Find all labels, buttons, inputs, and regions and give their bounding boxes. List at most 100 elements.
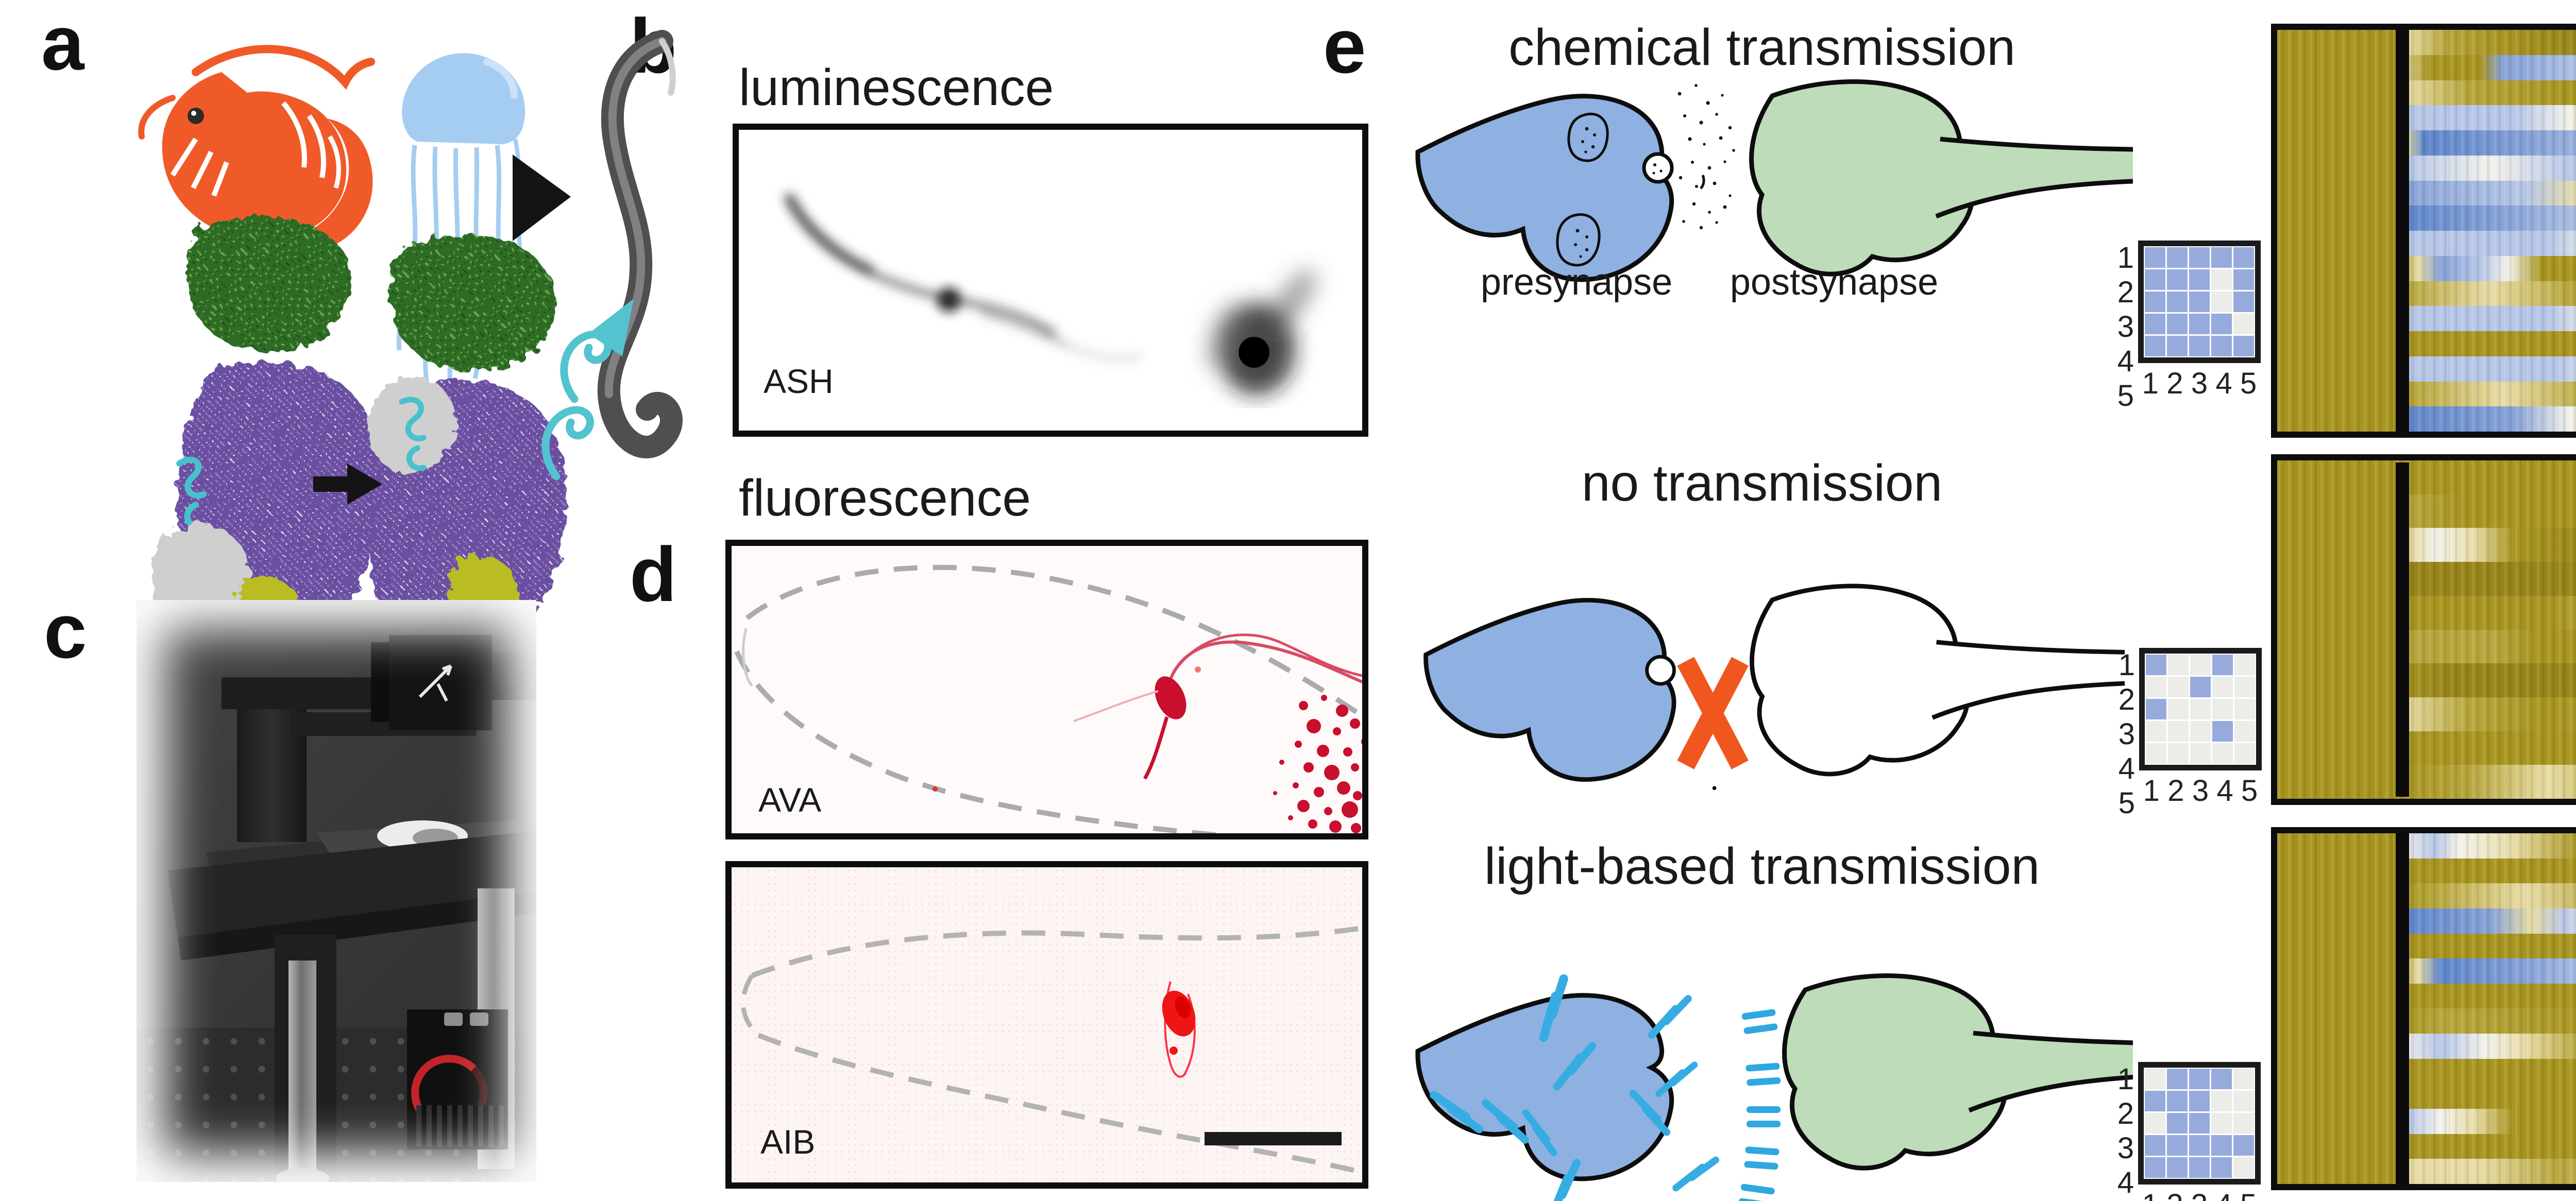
grid-col-tick: 2	[2167, 774, 2184, 808]
grid-cell	[2167, 1135, 2188, 1156]
ava-micrograph	[734, 564, 1362, 833]
grid-row-tick: 2	[2117, 276, 2134, 309]
grid-row-tick: 1	[2118, 648, 2135, 682]
heatmap-row	[2277, 356, 2576, 382]
grid-col-tick: 1	[2138, 1188, 2163, 1201]
microscope-photo	[137, 600, 536, 1182]
worm-outline-dashed	[751, 925, 1362, 978]
worm-outline-dashed	[734, 650, 1226, 833]
grid-cell	[2233, 247, 2254, 268]
worm-outline-dashed	[757, 1033, 1362, 1175]
grid-row-tick: 2	[2117, 1097, 2134, 1130]
diagram-title-chemical: chemical transmission	[1509, 19, 2015, 76]
grid-cell	[2190, 655, 2211, 675]
grid-cell	[2211, 1113, 2232, 1134]
grid-cell	[2233, 314, 2254, 334]
grid-col-tick: 3	[2191, 367, 2208, 400]
grid-cell	[2211, 1091, 2232, 1111]
grid-cell	[2167, 336, 2188, 356]
heatmap-row	[2277, 1109, 2576, 1134]
grid-cell	[2190, 699, 2211, 719]
grid-row-tick: 5	[2117, 379, 2134, 413]
grid-frame	[2138, 241, 2261, 363]
presynapse-shape	[1418, 96, 1672, 280]
grid-cell	[2189, 1091, 2210, 1111]
heatmap-row	[2277, 983, 2576, 1009]
aib-micrograph	[741, 925, 1362, 1175]
grid-row-tick: 4	[2118, 752, 2135, 785]
grid-cell	[2234, 655, 2255, 675]
grid-col-tick: 5	[2241, 774, 2258, 808]
panel-letter-a: a	[41, 0, 84, 86]
grid-row-tick: 3	[2117, 1131, 2134, 1165]
grid-row-tick: 2	[2118, 683, 2135, 716]
fluorescence-title: fluorescence	[739, 469, 1031, 527]
heatmap-row	[2277, 1084, 2576, 1109]
light-source-box	[407, 1009, 508, 1149]
connector	[444, 1013, 463, 1026]
lens-barrel	[492, 653, 536, 700]
heatmap-row	[2277, 406, 2576, 432]
grid-row-tick: 3	[2117, 310, 2134, 344]
heatmap-row	[2277, 595, 2576, 630]
heatmap-row	[2277, 281, 2576, 306]
grid-cell	[2189, 1113, 2210, 1134]
grid-cell	[2146, 721, 2166, 742]
grid-cell	[2212, 677, 2233, 697]
grid-cell	[2189, 1135, 2210, 1156]
grid-col-tick: 4	[2215, 367, 2232, 400]
grid-col-tick: 5	[2236, 1188, 2261, 1201]
worm-outline-dashed	[745, 564, 1362, 718]
heatmap-row	[2277, 663, 2576, 697]
protein-complex-before	[151, 216, 381, 654]
heatmap-row	[2277, 460, 2576, 494]
heatsink-fins	[416, 1105, 504, 1146]
grid-cell	[2146, 677, 2166, 697]
grid-cell	[2234, 699, 2255, 719]
grid-cell	[2233, 269, 2254, 290]
grid-frame	[2138, 1062, 2261, 1185]
grid-row-tick: 4	[2117, 345, 2134, 378]
grid-cell	[2211, 269, 2232, 290]
c-elegans-worm-icon	[597, 30, 683, 458]
protein-complex-after	[368, 235, 566, 656]
heatmap-row	[2277, 381, 2576, 407]
fusing-vesicle	[1642, 152, 1674, 184]
grid-cell	[2233, 1157, 2254, 1178]
vesicle-contents	[1574, 127, 1596, 258]
grid-cell	[2211, 336, 2232, 356]
heatmap-row	[2277, 765, 2576, 799]
grid-cell	[2146, 655, 2166, 675]
grid-cell	[2145, 314, 2165, 334]
panel-a-illustration	[138, 30, 683, 656]
grid-frame	[2139, 648, 2262, 770]
grid-cell	[2145, 291, 2165, 312]
postsynapse-shape-empty	[1752, 586, 2125, 774]
grid-row-tick: 5	[2118, 786, 2135, 820]
panel-letter-d: d	[630, 531, 677, 617]
luminescence-signal	[783, 192, 1317, 395]
grid-col-tick: 4	[2216, 774, 2233, 808]
grid-col-tick: 3	[2187, 1188, 2212, 1201]
grid-cell	[2233, 1069, 2254, 1089]
presynapse-shape	[1426, 600, 1674, 779]
heatmap-row	[2277, 55, 2576, 80]
scale-bar	[1205, 1132, 1342, 1145]
grid-cell	[2167, 1091, 2188, 1111]
neuron-label-aib: AIB	[760, 1123, 816, 1161]
heatmap-row	[2277, 255, 2576, 281]
grid-cell	[2211, 314, 2232, 334]
grid-col-tick: 4	[2212, 1188, 2236, 1201]
heatmap-row	[2277, 205, 2576, 231]
grid-col-tick: 2	[2163, 1188, 2188, 1201]
grid-cell	[2211, 1135, 2232, 1156]
grid-cell	[2167, 269, 2188, 290]
grid-cell	[2189, 1069, 2210, 1089]
heatmap-row	[2277, 105, 2576, 130]
neurotransmitter-dots	[1677, 84, 1735, 230]
grid-cell	[2168, 699, 2189, 719]
grid-col-tick: 1	[2143, 774, 2160, 808]
